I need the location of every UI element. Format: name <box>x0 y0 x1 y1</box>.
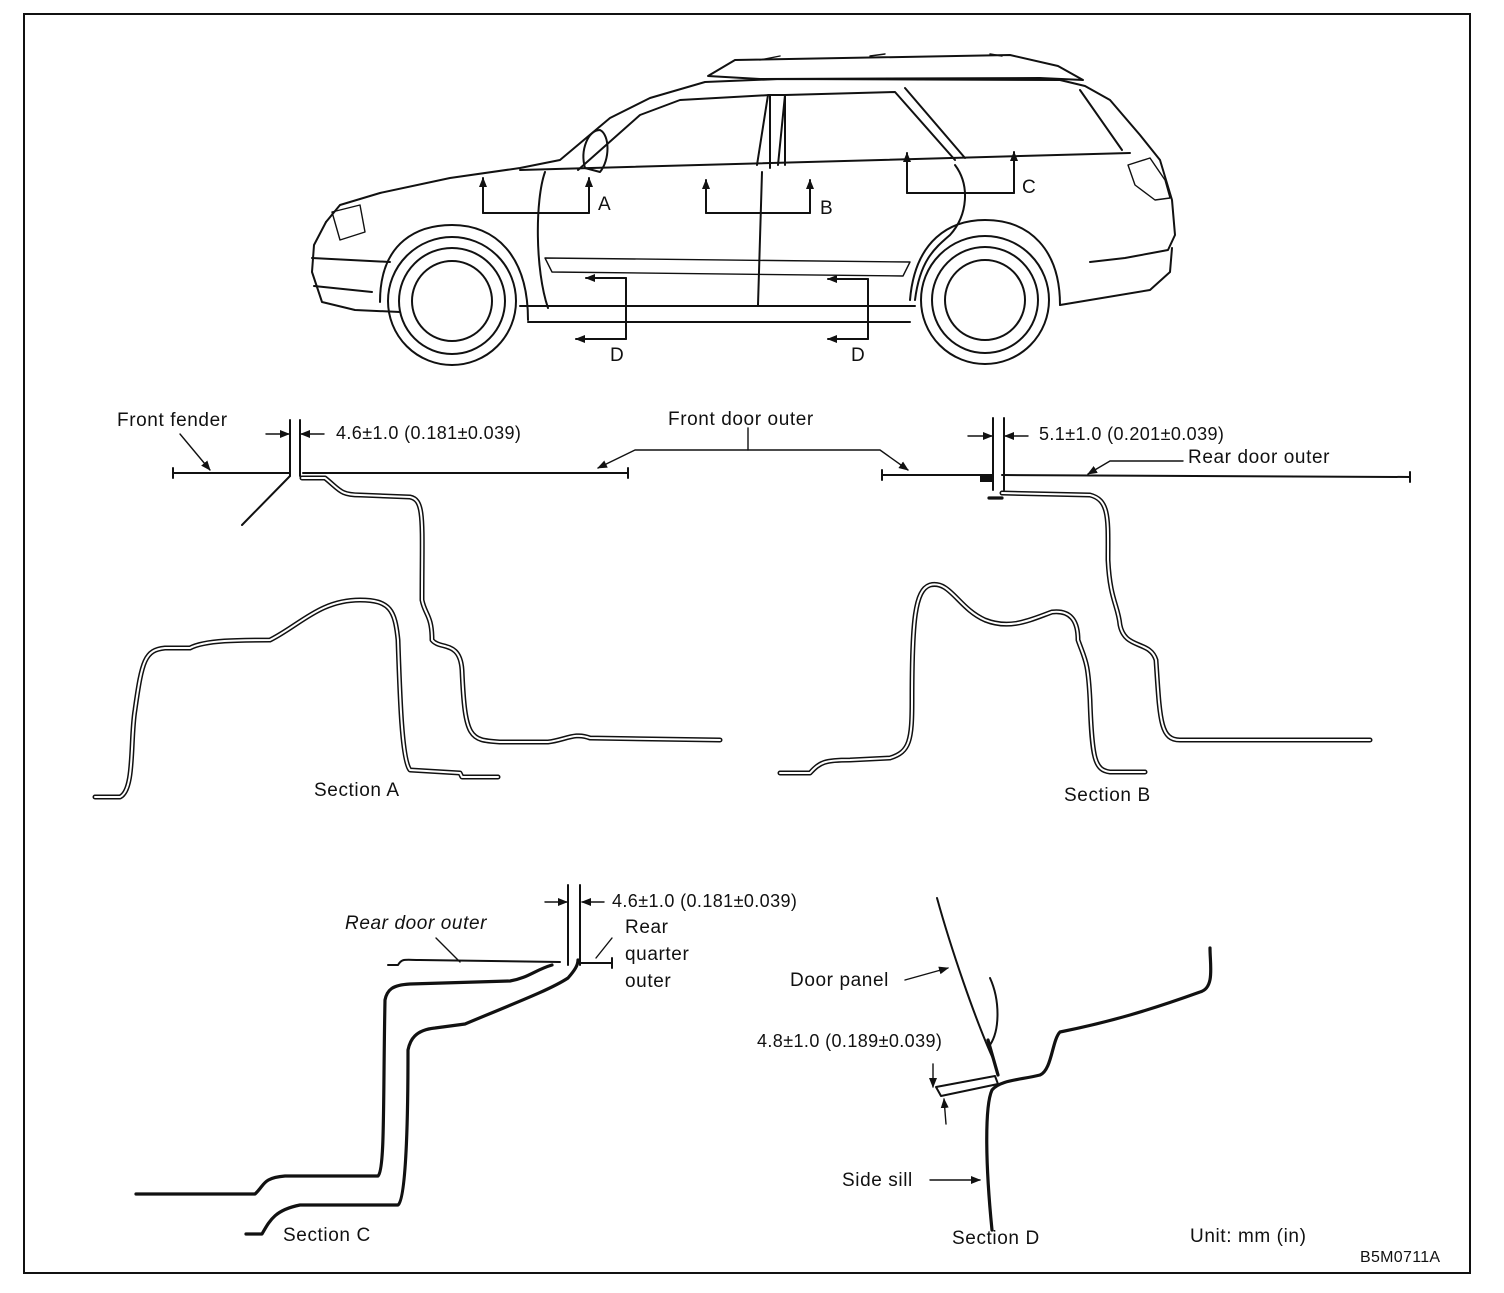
cut-marker-b <box>702 179 814 214</box>
cut-marker-a <box>479 177 593 214</box>
section-c-right-label-line1: Rear <box>625 917 669 938</box>
section-c-caption: Section C <box>283 1225 371 1246</box>
section-c-right-label-line2: quarter <box>625 944 689 965</box>
cut-marker-d-rear <box>827 275 869 343</box>
section-d-bottom-label: Side sill <box>842 1170 913 1191</box>
cut-marker-d-front <box>575 274 627 343</box>
section-a-drawing <box>92 419 909 800</box>
section-b-right-label: Rear door outer <box>1188 447 1330 468</box>
section-d-top-label: Door panel <box>790 970 889 991</box>
section-c-drawing <box>134 884 613 1236</box>
figure-border <box>23 13 1471 1274</box>
section-d-caption: Section D <box>952 1228 1040 1249</box>
section-b-caption: Section B <box>1064 785 1151 806</box>
section-d-gap-dimension: 4.8±1.0 (0.189±0.039) <box>757 1031 942 1051</box>
vehicle-side-view <box>311 53 1176 366</box>
cut-marker-c <box>903 151 1018 194</box>
cut-marker-b-label: B <box>820 198 833 219</box>
cut-marker-d-front-label: D <box>610 345 624 366</box>
section-b-gap-dimension: 5.1±1.0 (0.201±0.039) <box>1039 424 1224 444</box>
cut-marker-d-rear-label: D <box>851 345 865 366</box>
cut-marker-c-label: C <box>1022 177 1036 198</box>
section-c-gap-dimension: 4.6±1.0 (0.181±0.039) <box>612 891 797 911</box>
section-a-right-label: Front door outer <box>668 409 814 430</box>
unit-note: Unit: mm (in) <box>1190 1226 1307 1247</box>
section-a-left-label: Front fender <box>117 410 228 431</box>
section-b-drawing <box>777 417 1411 776</box>
section-a-caption: Section A <box>314 780 400 801</box>
section-c-left-label: Rear door outer <box>345 913 487 934</box>
section-d-drawing <box>904 897 1213 1232</box>
figure-code: B5M0711A <box>1360 1249 1440 1266</box>
section-a-gap-dimension: 4.6±1.0 (0.181±0.039) <box>336 423 521 443</box>
cut-marker-a-label: A <box>598 194 611 215</box>
section-c-right-label-line3: outer <box>625 971 671 992</box>
